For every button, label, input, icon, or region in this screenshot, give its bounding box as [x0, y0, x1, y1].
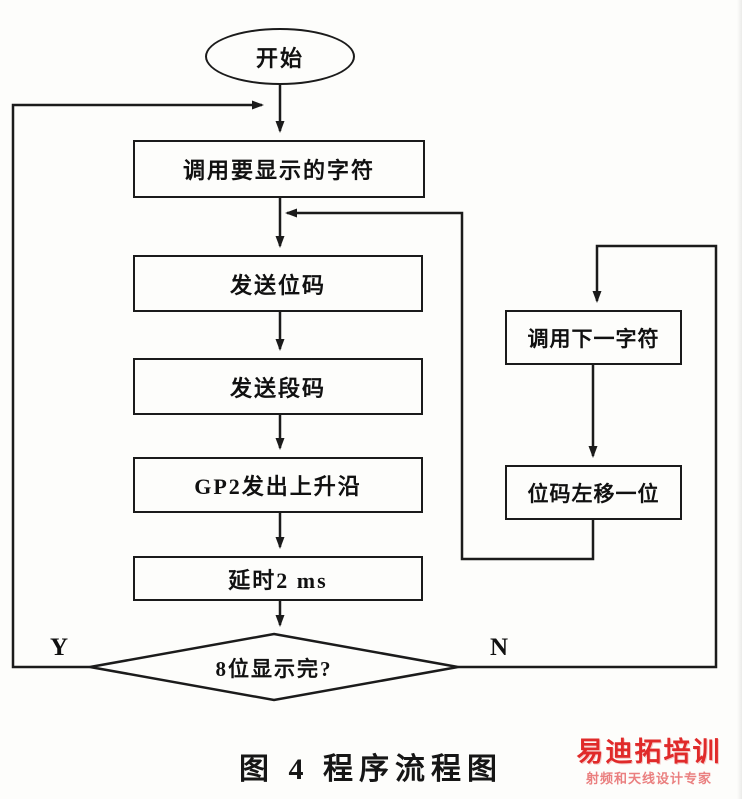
process-shift-bit-left: 位码左移一位	[505, 465, 682, 520]
process-call-display-char-label: 调用要显示的字符	[182, 158, 375, 183]
watermark-subtitle: 射频和天线设计专家	[585, 770, 712, 786]
watermark: 易迪拓培训 射频和天线设计专家	[564, 737, 734, 786]
process-send-bit-code: 发送位码	[133, 255, 423, 312]
process-gp2-rising-edge-label: GP2发出上升沿	[194, 474, 362, 499]
branch-label-no: N	[490, 634, 509, 661]
start-node: 开始	[205, 28, 355, 85]
process-send-bit-code-label: 发送位码	[229, 272, 326, 298]
decision-diamond-shape	[89, 632, 459, 702]
watermark-title: 易迪拓培训	[576, 737, 722, 767]
process-call-display-char: 调用要显示的字符	[133, 140, 425, 198]
process-send-segment-code-label: 发送段码	[229, 375, 326, 401]
decision-8-digits-done: 8位显示完?	[164, 653, 384, 683]
process-gp2-rising-edge: GP2发出上升沿	[133, 457, 423, 513]
process-delay-2ms-label: 延时2 ms	[228, 567, 328, 593]
start-node-label: 开始	[255, 45, 304, 71]
process-shift-bit-left-label: 位码左移一位	[527, 481, 660, 506]
connector-no-branch	[458, 244, 718, 669]
figure-caption: 图 4 程序流程图	[239, 753, 503, 786]
process-call-next-char-label: 调用下一字符	[527, 326, 660, 351]
connector-yes-loop	[11, 100, 264, 669]
process-call-next-char: 调用下一字符	[505, 310, 682, 365]
connector-shift-left-return	[285, 208, 595, 561]
process-delay-2ms: 延时2 ms	[133, 556, 423, 601]
branch-label-yes: Y	[50, 634, 69, 661]
process-send-segment-code: 发送段码	[133, 358, 423, 415]
decision-8-digits-done-label: 8位显示完?	[215, 657, 333, 681]
